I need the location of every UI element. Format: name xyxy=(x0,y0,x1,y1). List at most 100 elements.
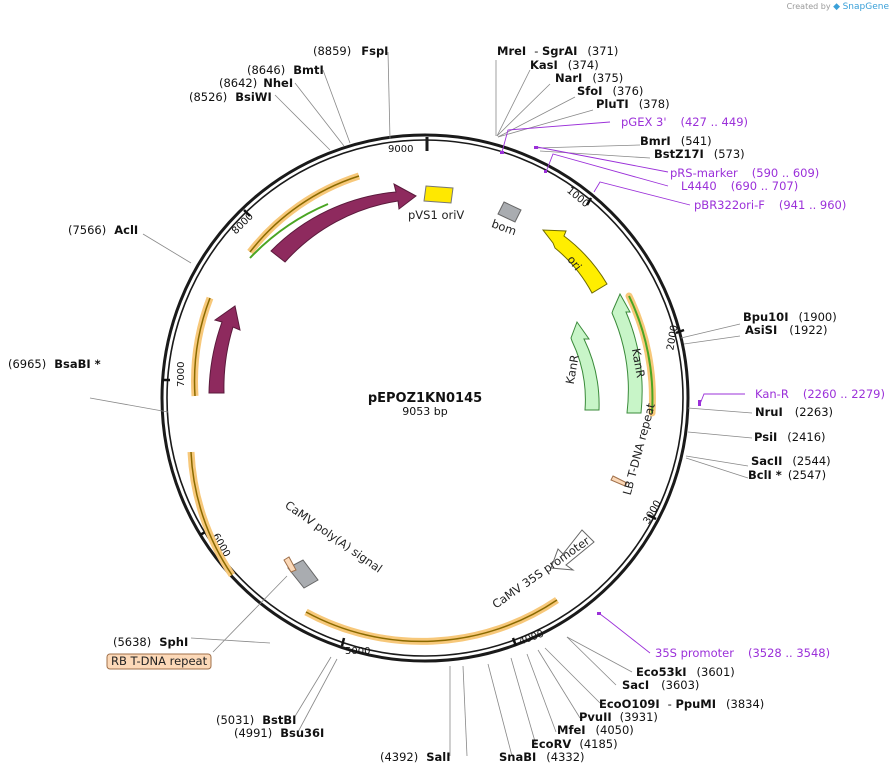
enzyme-ecoo109i-ppumi[interactable]: EcoO109I- PpuMI(3834) xyxy=(599,697,764,711)
enzyme-fspi[interactable]: (8859)FspI xyxy=(313,44,388,58)
pvs1-repa-arrow[interactable] xyxy=(270,183,417,263)
feature-pvs1-oriv[interactable]: pVS1 oriV xyxy=(408,185,464,222)
enzyme-acli[interactable]: (7566)AclI xyxy=(68,223,138,237)
enzyme-asisi[interactable]: AsiSI(1922) xyxy=(745,323,828,337)
svg-text:pGEX 3'(427 .. 449): pGEX 3'(427 .. 449) xyxy=(621,115,748,129)
enzyme-nari[interactable]: NarI(375) xyxy=(555,71,623,85)
rb-tdna-box[interactable] xyxy=(283,556,297,573)
feature-lb-tdna-repeat[interactable]: LB T-DNA repeat xyxy=(610,401,658,497)
svg-text:SnaBI(4332): SnaBI(4332) xyxy=(499,750,585,764)
enzyme-ecorv[interactable]: EcoRV(4185) xyxy=(531,737,618,751)
primer-l4440[interactable]: L4440(690 .. 707) xyxy=(681,179,798,193)
svg-text:MreI- SgrAI(371): MreI- SgrAI(371) xyxy=(497,44,618,58)
svg-text:Kan-R(2260 .. 2279): Kan-R(2260 .. 2279) xyxy=(755,387,885,401)
primer-kan-r[interactable]: Kan-R(2260 .. 2279) xyxy=(755,387,885,401)
svg-text:(8642)NheI: (8642)NheI xyxy=(219,76,293,90)
enzyme-nhei[interactable]: (8642)NheI xyxy=(219,76,293,90)
enzyme-sali[interactable]: (4392)SalI xyxy=(380,750,451,764)
primer-leader-lines xyxy=(501,121,745,654)
enzyme-bstbi[interactable]: (5031)BstBI xyxy=(216,713,296,727)
primer-pgex3[interactable]: pGEX 3'(427 .. 449) xyxy=(621,115,748,129)
pvs1-oriv-box[interactable] xyxy=(423,185,454,204)
pvs1-oriv-label: pVS1 oriV xyxy=(408,208,464,222)
enzyme-eco53ki[interactable]: Eco53kI(3601) xyxy=(636,665,735,679)
enzyme-pluti[interactable]: PluTI(378) xyxy=(596,97,670,111)
svg-text:MfeI(4050): MfeI(4050) xyxy=(557,723,634,737)
lb-tdna-label: LB T-DNA repeat xyxy=(620,401,658,496)
enzyme-bsabi[interactable]: (6965)BsaBI * xyxy=(8,357,101,371)
tick-label-8000: 8000 xyxy=(230,211,256,237)
highlight-arc-left-line xyxy=(193,297,211,397)
enzyme-kasi[interactable]: KasI(374) xyxy=(530,58,599,72)
lb-tdna-box[interactable] xyxy=(610,475,628,487)
enzyme-psii[interactable]: PsiI(2416) xyxy=(754,430,826,444)
feature-pvs1-staa[interactable]: pVS1 StaA xyxy=(208,305,252,394)
svg-text:BclI *(2547): BclI *(2547) xyxy=(748,468,826,482)
camv-35s-arrow[interactable] xyxy=(550,529,595,571)
enzyme-bstz17i[interactable]: BstZ17I(573) xyxy=(654,147,745,161)
kanr-outer-arrow[interactable] xyxy=(611,292,643,414)
svg-text:pRS-marker(590 .. 609): pRS-marker(590 .. 609) xyxy=(670,166,819,180)
feature-kanr-inner[interactable]: KanR xyxy=(563,320,600,411)
rb-tdna-label-bg xyxy=(106,653,212,670)
ori-arrow[interactable] xyxy=(541,229,608,294)
highlight-arc-lower-left-line xyxy=(190,451,233,576)
enzyme-labels: MreI- SgrAI(371) KasI(374) NarI(375) Sfo… xyxy=(8,44,837,764)
svg-text:(7566)AclI: (7566)AclI xyxy=(68,223,138,237)
rb-tdna-label-box[interactable]: RB T-DNA repeat xyxy=(106,653,212,670)
feature-camv-35s-promoter[interactable]: CaMV 35S promoter xyxy=(490,529,595,611)
plasmid-name: pEPOZ1KN0145 xyxy=(368,391,482,406)
tick-mark-3000 xyxy=(647,513,657,521)
enzyme-bcli[interactable]: BclI *(2547) xyxy=(748,468,826,482)
svg-text:PluTI(378): PluTI(378) xyxy=(596,97,670,111)
enzyme-bmri[interactable]: BmrI(541) xyxy=(640,134,712,148)
kanr-inner-arrow[interactable] xyxy=(570,320,600,411)
enzyme-bpu10i[interactable]: Bpu10I(1900) xyxy=(743,310,837,324)
feature-bom[interactable]: bom xyxy=(490,201,522,238)
primer-35s-promoter[interactable]: 35S promoter(3528 .. 3548) xyxy=(655,646,830,660)
enzyme-mrei-sgrai[interactable]: MreI- SgrAI(371) xyxy=(497,44,618,58)
primer-pbr322ori-f[interactable]: pBR322ori-F(941 .. 960) xyxy=(694,198,846,212)
svg-text:SacI(3603): SacI(3603) xyxy=(622,678,699,692)
enzyme-mfei[interactable]: MfeI(4050) xyxy=(557,723,634,737)
svg-text:EcoO109I- PpuMI(3834): EcoO109I- PpuMI(3834) xyxy=(599,697,764,711)
enzyme-bsiwi[interactable]: (8526)BsiWI xyxy=(189,90,272,104)
enzyme-pvuii[interactable]: PvuII(3931) xyxy=(579,710,658,724)
enzyme-bmti[interactable]: (8646)BmtI xyxy=(247,63,324,77)
credit-prefix: Created by xyxy=(786,2,831,11)
rb-tdna-label: RB T-DNA repeat xyxy=(111,654,208,668)
kanr-inner-label: KanR xyxy=(563,354,582,386)
svg-text:PsiI(2416): PsiI(2416) xyxy=(754,430,826,444)
kanr-outer-label: KanR xyxy=(629,347,648,379)
enzyme-sfoi[interactable]: SfoI(376) xyxy=(577,84,643,98)
tick-mark-5000 xyxy=(340,637,346,647)
tick-label-9000: 9000 xyxy=(388,144,413,155)
svg-text:BstZ17I(573): BstZ17I(573) xyxy=(654,147,745,161)
svg-text:(6965)BsaBI *: (6965)BsaBI * xyxy=(8,357,101,371)
enzyme-sacii[interactable]: SacII(2544) xyxy=(751,454,831,468)
svg-text:NarI(375): NarI(375) xyxy=(555,71,623,85)
feature-kanr-outer[interactable]: KanR xyxy=(611,292,656,417)
camv-polya-box[interactable] xyxy=(287,559,319,589)
enzyme-nrui[interactable]: NruI(2263) xyxy=(755,405,833,419)
primer-prs-marker[interactable]: pRS-marker(590 .. 609) xyxy=(670,166,819,180)
svg-text:L4440(690 .. 707): L4440(690 .. 707) xyxy=(681,179,798,193)
enzyme-snabi[interactable]: SnaBI(4332) xyxy=(499,750,585,764)
credit-brand: SnapGene xyxy=(842,2,889,12)
enzyme-bsu36i[interactable]: (4991)Bsu36I xyxy=(234,726,324,740)
feature-camv-polya[interactable]: CaMV poly(A) signal xyxy=(282,498,385,589)
enzyme-sphi[interactable]: (5638)SphI xyxy=(113,635,188,649)
svg-text:(5638)SphI: (5638)SphI xyxy=(113,635,188,649)
enzyme-saci[interactable]: SacI(3603) xyxy=(622,678,699,692)
pvs1-staa-arrow[interactable] xyxy=(208,305,241,394)
tick-label-5000: 5000 xyxy=(345,646,370,657)
svg-text:(4392)SalI: (4392)SalI xyxy=(380,750,451,764)
primer-labels: pGEX 3'(427 .. 449) pRS-marker(590 .. 60… xyxy=(621,115,885,660)
primer-marks xyxy=(500,146,701,615)
bom-box[interactable] xyxy=(497,201,522,223)
kanr-outer-line xyxy=(628,295,654,414)
feature-ori[interactable]: ori xyxy=(541,229,608,294)
svg-text:NruI(2263): NruI(2263) xyxy=(755,405,833,419)
